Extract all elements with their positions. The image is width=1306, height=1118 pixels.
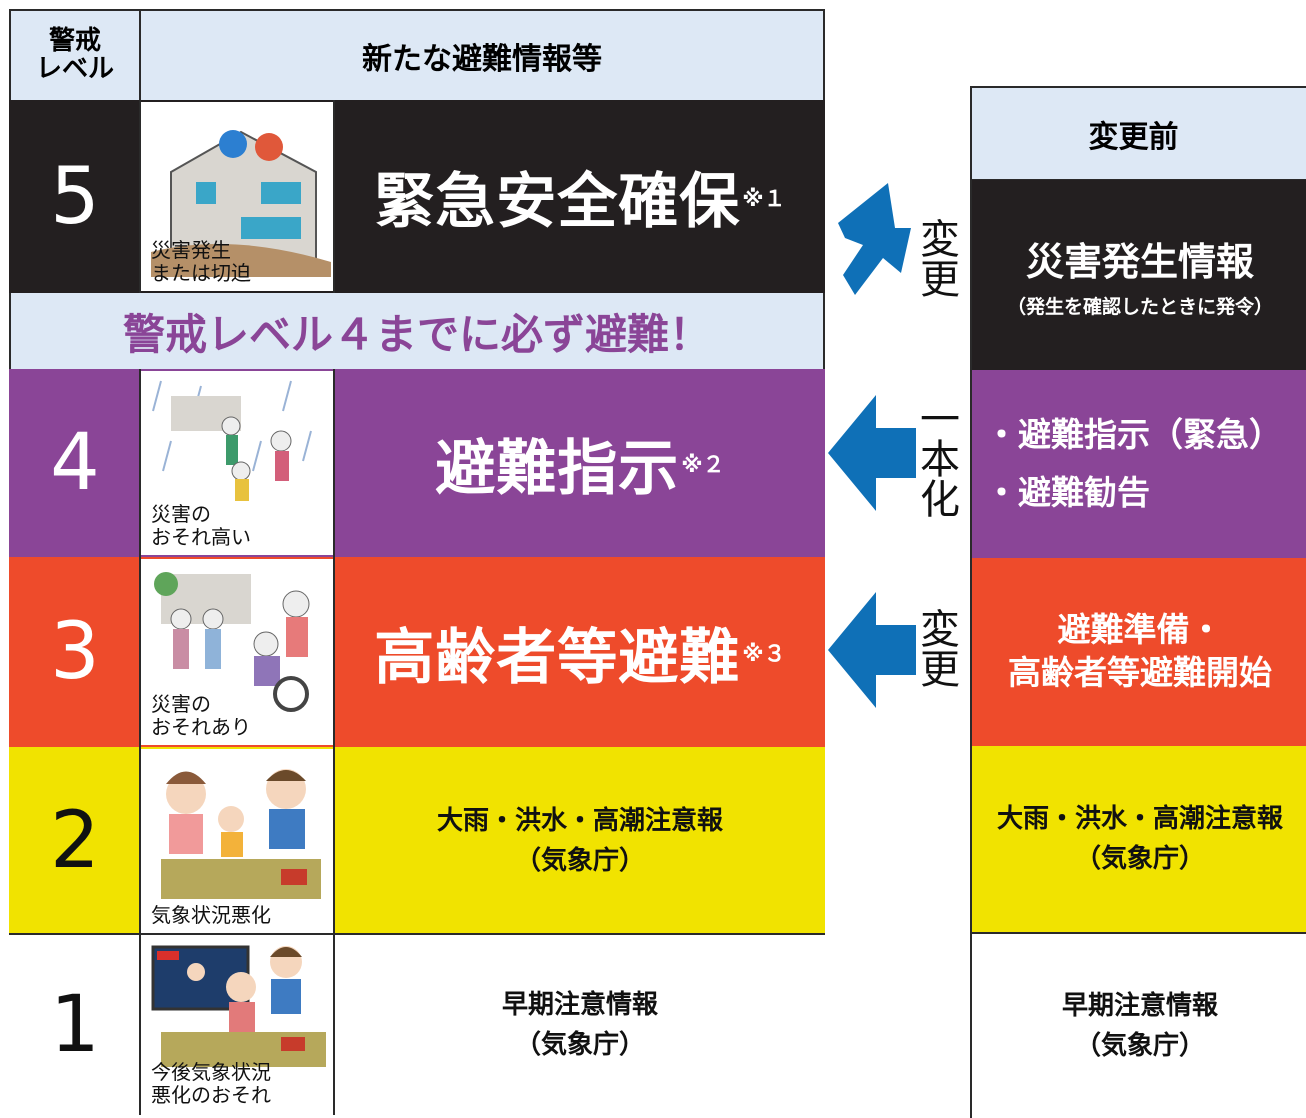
before-level-1: 早期注意情報 （気象庁） — [970, 934, 1306, 1118]
divider-col-1 — [139, 100, 141, 293]
header-before-label: 変更前 — [1088, 119, 1179, 155]
tv-news-family-icon — [151, 945, 326, 1067]
divider-col-1b — [139, 369, 141, 1115]
illustration-level-1: 今後気象状況 悪化のおそれ — [141, 937, 333, 1113]
before-l4-item-1: ・避難指示（緊急） — [985, 415, 1282, 455]
divider-row-1 — [9, 933, 825, 935]
arrow-label-5: 変更 — [913, 218, 959, 298]
elderly-evacuation-icon — [154, 572, 310, 712]
before-l5-title: 災害発生情報 — [1025, 240, 1254, 284]
before-level-5: 災害発生情報 （発生を確認したときに発令） — [970, 180, 1306, 370]
caption-level-5: 災害発生 または切迫 — [151, 238, 251, 285]
level-5-text: 5 — [50, 151, 100, 242]
evacuation-rain-icon — [152, 380, 312, 501]
before-level-4: ・避難指示（緊急） ・避難勧告 — [970, 370, 1306, 558]
house-rescue-icon — [151, 130, 331, 277]
title-cell-level-4: 避難指示※２ — [335, 369, 825, 557]
divider-col-2b — [333, 369, 335, 1115]
header-new-info-cell: 新たな避難情報等 — [139, 9, 825, 102]
arrow-change-5-icon — [838, 183, 911, 295]
level-4-text: 4 — [50, 418, 100, 508]
header-level-cell: 警戒 レベル — [9, 9, 141, 102]
family-preparing-icon — [161, 769, 321, 899]
title-level-5: 緊急安全確保 — [374, 167, 741, 237]
caption-level-1: 今後気象状況 悪化のおそれ — [151, 1060, 271, 1107]
caption-level-2: 気象状況悪化 — [151, 903, 271, 927]
title-cell-level-2: 大雨・洪水・高潮注意報 （気象庁） — [335, 747, 825, 935]
arrow-label-4: 一本化 — [913, 398, 959, 518]
level-number-2: 2 — [9, 747, 141, 935]
arrow-change-3-icon — [828, 592, 916, 708]
before-l4-item-2: ・避難勧告 — [985, 473, 1150, 512]
caption-level-3: 災害の おそれあり — [151, 692, 251, 739]
note-level-5: ※１ — [742, 186, 786, 212]
title-cell-level-1: 早期注意情報 （気象庁） — [335, 935, 825, 1115]
title-level-1: 早期注意情報 （気象庁） — [501, 989, 658, 1060]
banner-text: 警戒レベル４までに必ず避難！ — [122, 309, 711, 359]
arrow-unify-4-icon — [828, 395, 916, 511]
before-level-3: 避難準備・ 高齢者等避難開始 — [970, 558, 1306, 746]
level-1-text: 1 — [50, 980, 100, 1070]
level-3-text: 3 — [50, 607, 100, 697]
illustration-level-5: 災害発生 または切迫 — [141, 102, 333, 291]
title-cell-level-3: 高齢者等避難※３ — [335, 557, 825, 747]
note-level-3: ※３ — [742, 642, 786, 667]
note-level-4: ※２ — [681, 453, 725, 478]
level-number-5: 5 — [9, 100, 141, 293]
title-cell-level-5: 緊急安全確保※１ — [335, 100, 825, 293]
before-level-2: 大雨・洪水・高潮注意報 （気象庁） — [970, 746, 1306, 934]
caption-level-4: 災害の おそれ高い — [151, 502, 251, 549]
banner: 警戒レベル４までに必ず避難！ — [9, 293, 825, 369]
before-left-border — [970, 86, 972, 1118]
level-number-4: 4 — [9, 369, 141, 557]
divider-col-2 — [333, 100, 335, 293]
header-new-info-label: 新たな避難情報等 — [362, 41, 602, 77]
level-number-3: 3 — [9, 557, 141, 747]
level-number-1: 1 — [9, 935, 141, 1115]
header-before-cell: 変更前 — [970, 86, 1306, 181]
before-l3-text: 避難準備・ 高齢者等避難開始 — [1008, 610, 1272, 692]
header-level-label: 警戒 レベル — [35, 26, 114, 84]
before-l2-text: 大雨・洪水・高潮注意報 （気象庁） — [996, 803, 1283, 874]
illustration-level-3: 災害の おそれあり — [141, 559, 333, 745]
arrow-label-3: 変更 — [913, 608, 959, 688]
before-l1-text: 早期注意情報 （気象庁） — [1061, 990, 1218, 1061]
title-level-4: 避難指示 — [435, 433, 680, 504]
title-level-2: 大雨・洪水・高潮注意報 （気象庁） — [436, 805, 723, 876]
illustration-level-2: 気象状況悪化 — [141, 749, 333, 933]
before-l5-sub: （発生を確認したときに発令） — [1006, 296, 1273, 318]
level-2-text: 2 — [50, 796, 100, 886]
illustration-level-4: 災害の おそれ高い — [141, 371, 333, 555]
title-level-3: 高齢者等避難 — [374, 622, 741, 693]
